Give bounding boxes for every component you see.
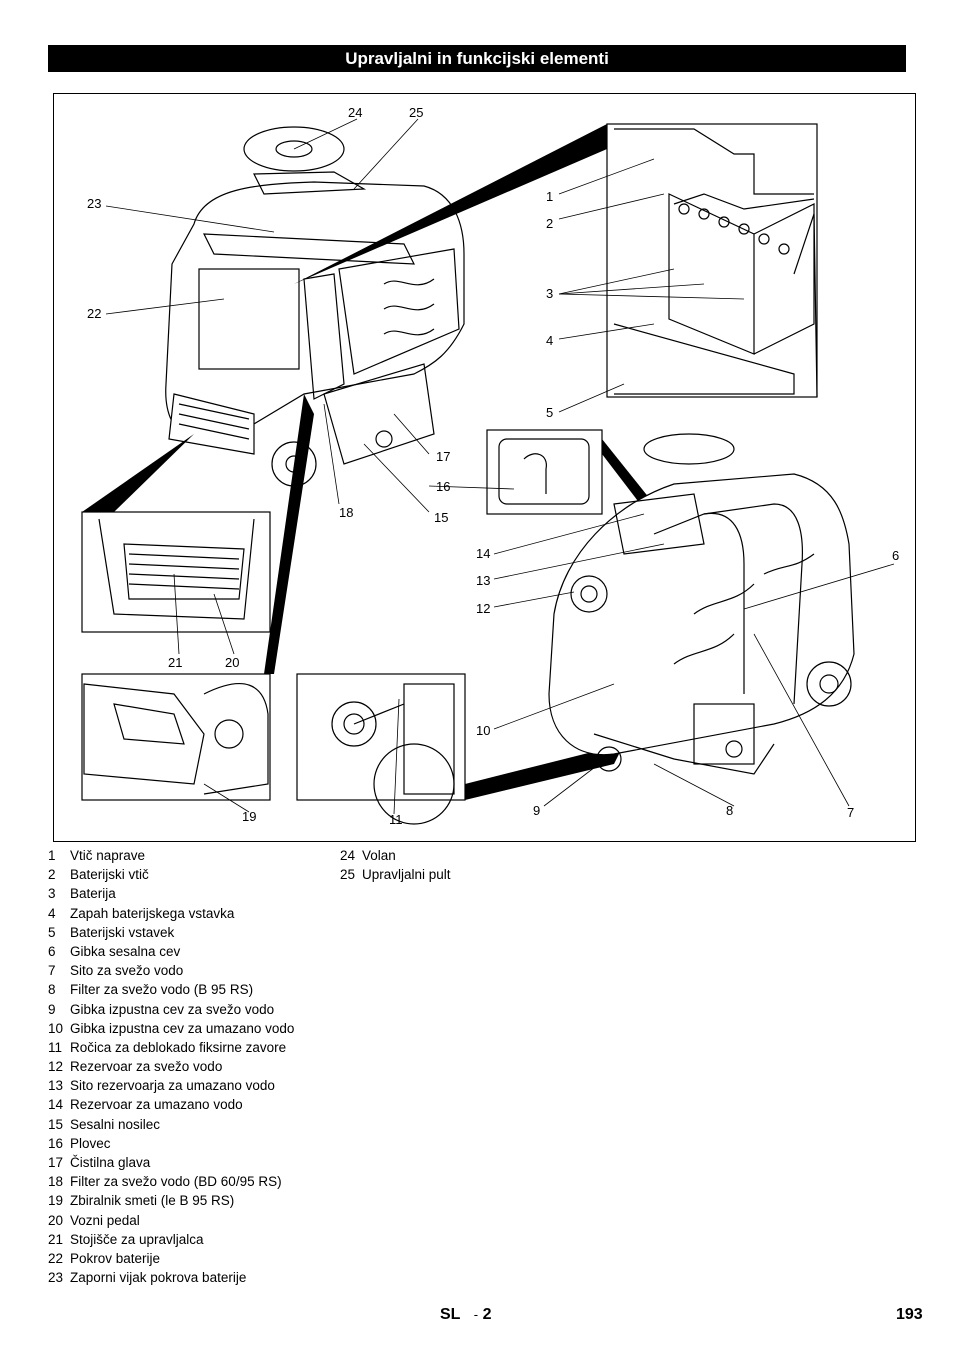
callout-16: 16 [436, 479, 451, 494]
callout-17: 17 [436, 449, 451, 464]
debris-inset [81, 673, 271, 801]
callout-23: 23 [87, 196, 102, 211]
machine-illustration: 24 25 23 22 1 2 3 4 5 17 16 15 18 6 14 1… [53, 93, 916, 842]
callout-21: 21 [168, 655, 183, 670]
section-title: Upravljalni in funkcijski elementi [48, 45, 906, 72]
callout-7: 7 [847, 805, 855, 820]
callout-25: 25 [409, 105, 424, 120]
callout-24: 24 [348, 105, 363, 120]
callout-14: 14 [476, 546, 491, 561]
callout-12: 12 [476, 601, 491, 616]
callout-1: 1 [546, 189, 554, 204]
inset-pointer-float [602, 439, 654, 509]
inset-pointer-floor [82, 434, 194, 512]
callout-5: 5 [546, 405, 554, 420]
callout-13: 13 [476, 573, 491, 588]
page-number: 193 [896, 1306, 923, 1323]
callout-19: 19 [242, 809, 257, 824]
callout-20: 20 [225, 655, 240, 670]
brake-inset [296, 673, 466, 801]
inset-pointer-top [294, 124, 607, 284]
callout-22: 22 [87, 306, 102, 321]
machine-drawing [81, 118, 895, 825]
inset-pointer-brake [465, 744, 624, 800]
right-machine-outline [548, 473, 855, 756]
callout-3: 3 [546, 286, 554, 301]
callout-2: 2 [546, 216, 554, 231]
callout-8: 8 [726, 803, 734, 818]
callout-9: 9 [533, 803, 541, 818]
float-inset [486, 429, 603, 515]
callout-15: 15 [434, 510, 449, 525]
footer-language: SL - 2 [440, 1306, 492, 1323]
inset-pointer-debris [264, 394, 314, 674]
callout-10: 10 [476, 723, 491, 738]
callout-11: 11 [389, 812, 403, 827]
callout-6: 6 [892, 548, 900, 563]
callout-18: 18 [339, 505, 354, 520]
callout-4: 4 [546, 333, 554, 348]
